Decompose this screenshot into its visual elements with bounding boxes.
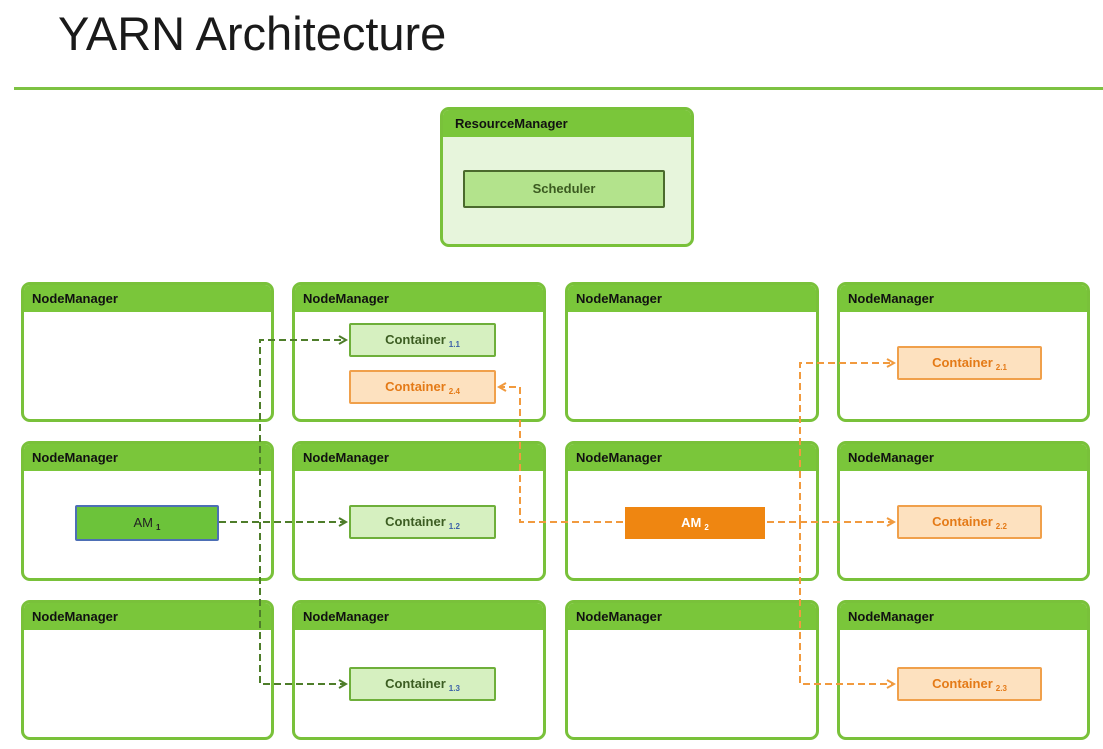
scheduler-box: Scheduler: [463, 170, 665, 208]
resource-manager-title: ResourceManager: [443, 110, 691, 137]
container-label: Container: [385, 379, 446, 394]
container-label: Container: [385, 676, 446, 691]
node-manager-title: NodeManager: [840, 444, 1087, 471]
node-manager-title: NodeManager: [24, 603, 271, 630]
container-label: Container: [932, 676, 993, 691]
node-manager-title: NodeManager: [24, 444, 271, 471]
node-manager-title: NodeManager: [568, 285, 816, 312]
node-manager-title: NodeManager: [840, 603, 1087, 630]
scheduler-label: Scheduler: [532, 181, 596, 196]
container-index: 2.3: [995, 684, 1007, 693]
container-index: 2.1: [995, 363, 1007, 372]
node-manager-title: NodeManager: [295, 285, 543, 312]
container-index: 1.3: [448, 684, 460, 693]
title-divider: [14, 87, 1103, 90]
container-index: 1.1: [448, 340, 460, 349]
node-manager-panel: NodeManager: [21, 282, 274, 422]
node-manager-title: NodeManager: [568, 444, 816, 471]
container-label: Container: [932, 514, 993, 529]
node-manager-title: NodeManager: [295, 444, 543, 471]
container-index: 2.2: [995, 522, 1007, 531]
am-label: AM: [133, 515, 154, 530]
container-index: 2.4: [448, 387, 460, 396]
node-manager-title: NodeManager: [24, 285, 271, 312]
node-manager-panel: NodeManager: [565, 282, 819, 422]
page-title: YARN Architecture: [58, 7, 447, 60]
node-manager-title: NodeManager: [840, 285, 1087, 312]
am-label: AM: [681, 515, 702, 530]
am-index: 1: [156, 523, 161, 532]
node-manager-title: NodeManager: [568, 603, 816, 630]
container-label: Container: [385, 332, 446, 347]
container-label: Container: [385, 514, 446, 529]
container-label: Container: [932, 355, 993, 370]
container-index: 1.2: [448, 522, 460, 531]
node-manager-panel: NodeManager: [565, 600, 819, 740]
node-manager-title: NodeManager: [295, 603, 543, 630]
node-manager-panel: NodeManager: [21, 600, 274, 740]
am-index: 2: [704, 523, 709, 532]
